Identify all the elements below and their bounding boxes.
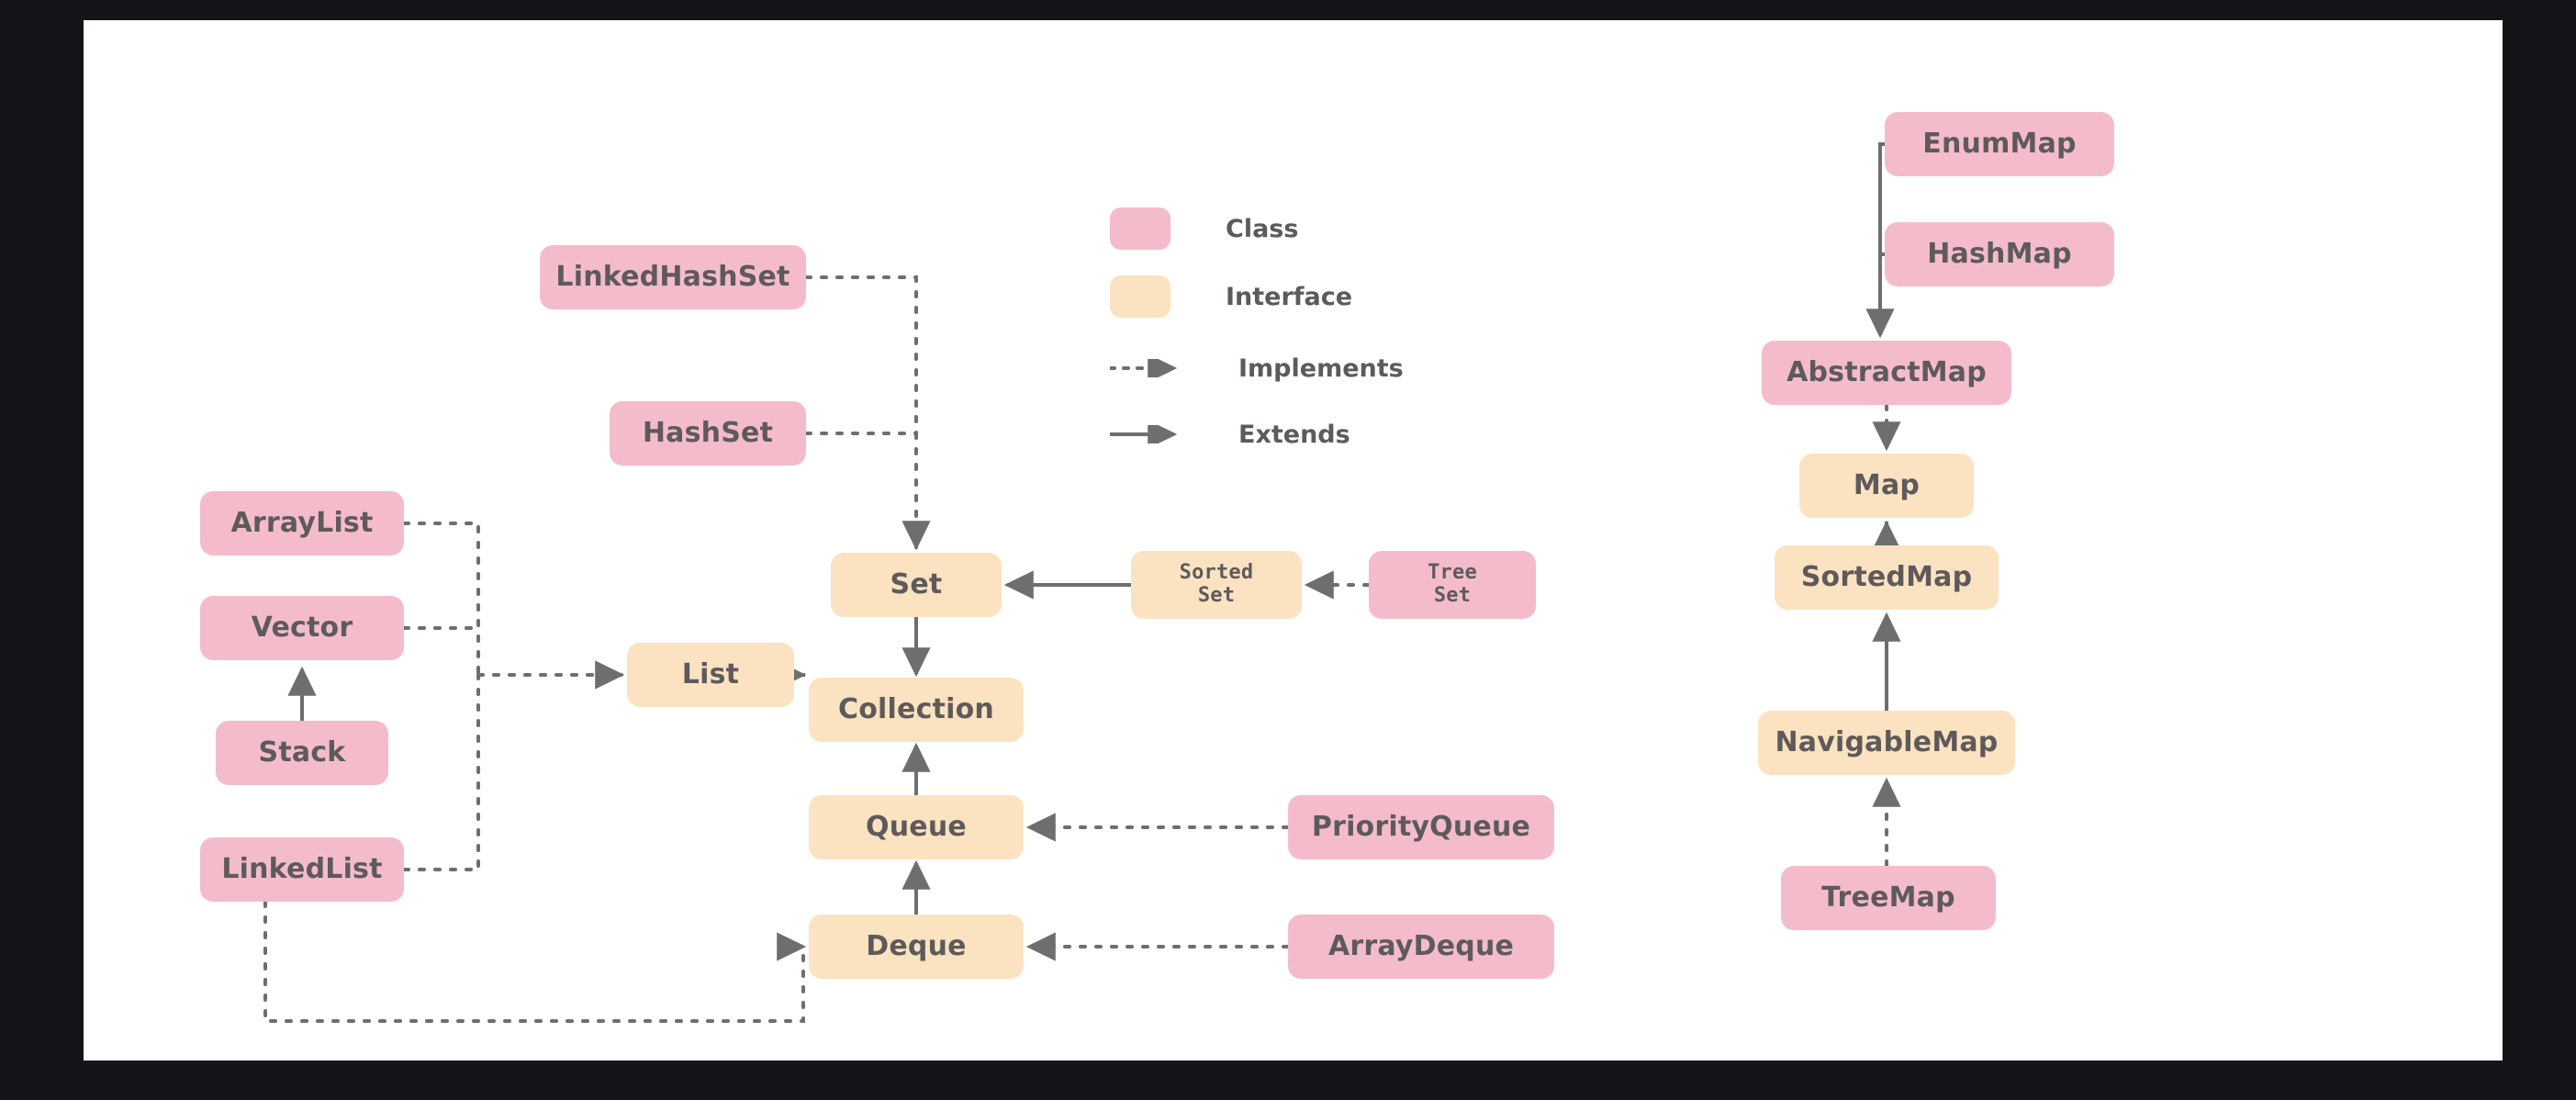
node-map[interactable]: Map bbox=[1799, 454, 1974, 518]
legend-label-interface: Interface bbox=[1226, 282, 1353, 311]
node-arraylist[interactable]: ArrayList bbox=[200, 491, 404, 556]
legend-item-class: Class bbox=[1110, 208, 1298, 250]
interface-swatch-icon bbox=[1110, 275, 1170, 318]
node-priorityqueue[interactable]: PriorityQueue bbox=[1288, 795, 1554, 859]
legend-item-interface: Interface bbox=[1110, 275, 1352, 318]
node-vector[interactable]: Vector bbox=[200, 596, 404, 660]
node-navigablemap[interactable]: NavigableMap bbox=[1758, 711, 2015, 775]
node-queue[interactable]: Queue bbox=[809, 795, 1024, 859]
node-stack[interactable]: Stack bbox=[216, 721, 388, 785]
legend-item-implements: Implements bbox=[1108, 347, 1404, 389]
node-set[interactable]: Set bbox=[831, 553, 1002, 617]
dotted-arrow-icon bbox=[1108, 354, 1183, 383]
node-sortedset[interactable]: Sorted Set bbox=[1131, 551, 1302, 619]
legend-label-class: Class bbox=[1226, 214, 1299, 243]
node-treemap[interactable]: TreeMap bbox=[1781, 866, 1996, 930]
node-deque[interactable]: Deque bbox=[809, 915, 1024, 979]
diagram-canvas: ArrayList Vector Stack LinkedList Linked… bbox=[84, 20, 2503, 1061]
legend-label-implements: Implements bbox=[1238, 354, 1404, 383]
node-list[interactable]: List bbox=[627, 643, 794, 707]
edges-layer bbox=[263, 142, 1901, 1023]
edge-linkedhashset-set bbox=[804, 275, 918, 435]
node-arraydeque[interactable]: ArrayDeque bbox=[1288, 915, 1554, 979]
node-enummap[interactable]: EnumMap bbox=[1885, 112, 2114, 176]
node-treeset[interactable]: Tree Set bbox=[1369, 551, 1536, 619]
node-linkedlist[interactable]: LinkedList bbox=[200, 837, 404, 902]
node-hashset[interactable]: HashSet bbox=[610, 401, 806, 466]
node-collection[interactable]: Collection bbox=[809, 678, 1024, 742]
node-linkedhashset[interactable]: LinkedHashSet bbox=[540, 245, 806, 309]
node-abstractmap[interactable]: AbstractMap bbox=[1762, 341, 2011, 405]
edge-arraylist-list bbox=[402, 522, 480, 677]
node-sortedmap[interactable]: SortedMap bbox=[1775, 545, 1999, 610]
legend-item-extends: Extends bbox=[1110, 413, 1350, 455]
class-swatch-icon bbox=[1110, 208, 1170, 250]
legend: Class Interface Implements bbox=[1108, 208, 1495, 449]
solid-arrow-icon bbox=[1110, 420, 1183, 449]
node-hashmap[interactable]: HashMap bbox=[1885, 222, 2114, 286]
legend-label-extends: Extends bbox=[1238, 420, 1350, 449]
edge-linkedlist-list bbox=[402, 673, 480, 871]
edge-linkedlist-deque bbox=[263, 900, 805, 1023]
